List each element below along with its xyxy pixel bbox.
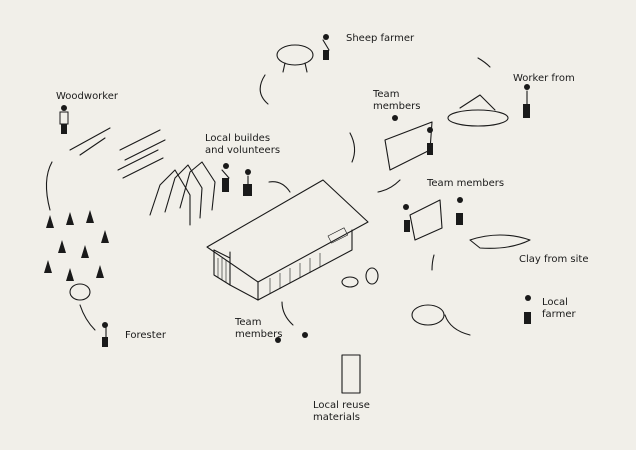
label-sheep-farmer: Sheep farmer — [346, 33, 415, 44]
label-team-members-clay: Team members — [427, 178, 505, 189]
timber-frames — [117, 129, 216, 226]
house-drawing — [206, 179, 369, 301]
label-local-builders: Local buildes and volunteers — [205, 133, 281, 156]
label-clay-from-site: Clay from site — [519, 254, 589, 265]
label-forester: Forester — [125, 330, 166, 341]
forest-drawing — [44, 210, 109, 281]
label-local-reuse: Local reuse materials — [313, 400, 370, 423]
people — [59, 34, 531, 347]
label-worker-from: Worker from — [513, 73, 575, 84]
label-woodworker: Woodworker — [56, 91, 118, 102]
label-team-members-wall: Team members — [373, 89, 421, 112]
label-team-members-bottom: Team members — [235, 317, 283, 340]
label-local-farmer: Local farmer — [542, 297, 576, 320]
sketch-objects — [45, 44, 531, 394]
